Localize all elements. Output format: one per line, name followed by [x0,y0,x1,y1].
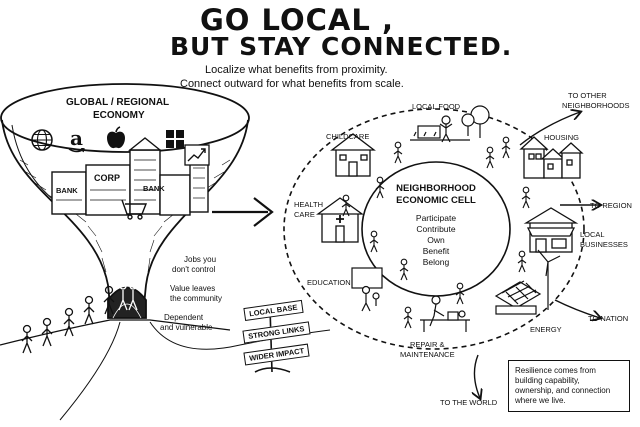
label-health-care-1: HEALTH [294,200,324,209]
childcare-building [330,133,376,177]
label-other-neighborhoods-1: TO OTHER [568,91,607,100]
funnel-bullet-3a: Dependent [164,313,204,322]
funnel-bullet-2b: the community [170,294,223,303]
label-education: EDUCATION [307,278,351,287]
subtitle-line1: Localize what benefits from proximity. [205,64,388,76]
amazon-smile-icon [68,148,85,153]
funnel-heading-line1: GLOBAL / REGIONAL [66,97,170,108]
funnel-heading-line2: ECONOMY [93,110,145,121]
solar-and-wind [494,249,561,315]
verb-belong: Belong [422,257,450,267]
health-clinic [316,197,364,243]
label-repair-2: MAINTENANCE [400,350,455,359]
growth-chart-icon [184,144,210,166]
label-other-neighborhoods-2: NEIGHBORHOODS [562,101,630,110]
verb-contribute: Contribute [416,224,456,234]
label-repair-1: REPAIR & [410,340,445,349]
farm [410,105,490,143]
people-leaving [21,282,138,354]
funnel-bullet-2a: Value leaves [170,284,216,293]
label-childcare: CHILDCARE [326,132,370,141]
shop-front [523,207,579,253]
note-line4: where we live. [515,396,566,405]
label-health-care-2: CARE [294,210,315,219]
note-line1: Resilience comes from [515,366,596,375]
label-local-businesses-2: BUSINESSES [580,240,628,249]
globe-icon [31,129,53,151]
amazon-icon: a [70,126,83,150]
funnel-bullet-1a: Jobs you [184,255,217,264]
label-local-food: LOCAL FOOD [412,102,461,111]
housing-buildings [519,136,584,179]
note-line3: ownership, and connection [515,386,611,395]
bank-label-left: BANK [56,186,78,195]
repair-workshop [420,295,470,332]
label-local-businesses-1: LOCAL [580,230,605,239]
classroom [351,267,383,312]
label-to-region: TO REGION [590,201,632,210]
windows-icon [166,130,184,148]
label-to-world: TO THE WORLD [440,398,498,407]
cell-heading-line1: NEIGHBORHOOD [396,183,476,194]
outward-arrows [474,112,600,398]
subtitle-line2: Connect outward for what benefits from s… [180,78,404,90]
funnel-bullet-1b: don't control [172,265,216,274]
label-energy: ENERGY [530,325,562,334]
community-people [341,136,531,329]
funnel-bullet-3b: and vulnerable [160,323,213,332]
label-housing: HOUSING [544,133,580,142]
label-to-nation: TO NATION [588,314,629,323]
corporate-buildings [51,137,209,220]
title-line2: BUT STAY CONNECTED. [170,32,513,61]
title-line1: GO LOCAL , [200,3,394,37]
verb-own: Own [427,235,445,245]
cell-heading-line2: ECONOMIC CELL [396,195,476,206]
resilience-note: Resilience comes from building capabilit… [508,360,630,412]
verb-benefit: Benefit [422,246,450,256]
bank-label-right: BANK [143,184,165,193]
note-line2: building capability, [515,376,580,385]
funnel [0,83,331,421]
corp-label: CORP [94,173,121,183]
verb-participate: Participate [415,213,457,223]
transition-arrow [212,197,274,227]
apple-icon [107,126,125,149]
